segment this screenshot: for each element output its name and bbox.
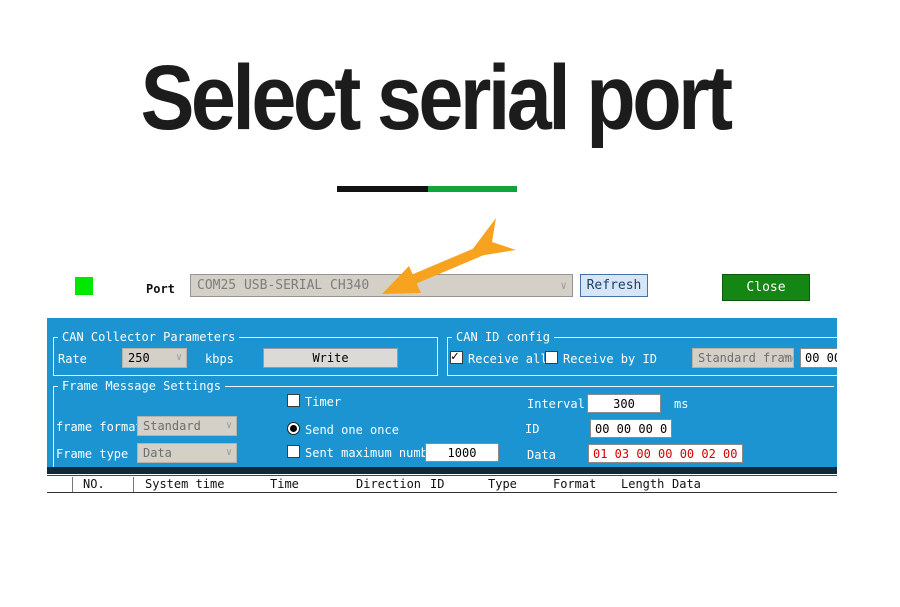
frame-type-select[interactable]: Data ∨: [137, 443, 237, 463]
interval-label: Interval: [527, 397, 585, 411]
rate-label: Rate: [58, 352, 87, 366]
progress-segment-current: [428, 186, 517, 192]
col-format[interactable]: Format: [553, 477, 597, 491]
receive-by-id-checkbox[interactable]: [545, 351, 558, 364]
receive-by-id-label: Receive by ID: [563, 352, 657, 366]
chevron-down-icon: ∨: [225, 420, 232, 431]
pointer-arrow-icon: [382, 218, 516, 294]
collector-groupbox: CAN Collector Parameters: [53, 330, 438, 376]
message-table-header: NO. System time Time Direction ID Type F…: [47, 475, 837, 493]
receive-all-label: Receive all: [468, 352, 548, 366]
rate-select-value: 250: [128, 351, 150, 365]
progress-segment-done: [337, 186, 428, 192]
port-select-value: COM25 USB-SERIAL CH340: [197, 278, 370, 293]
col-direction[interactable]: Direction: [356, 477, 422, 491]
column-divider: [72, 477, 73, 492]
max-number-label: Sent maximum number: [305, 446, 443, 460]
receive-all-checkbox[interactable]: ✓: [450, 349, 463, 364]
interval-unit-label: ms: [674, 397, 689, 411]
max-number-checkbox[interactable]: [287, 445, 300, 458]
can-tool-panel: CAN Collector Parameters Rate 250 ∨ kbps…: [47, 318, 837, 467]
col-length[interactable]: Length: [621, 477, 665, 491]
frame-kind-select[interactable]: Standard frame ∨: [692, 348, 794, 368]
chevron-down-icon: ∨: [782, 352, 789, 363]
column-divider: [133, 477, 134, 492]
frame-kind-select-value: Standard frame: [698, 351, 794, 365]
col-data[interactable]: Data: [672, 477, 701, 491]
check-icon: ✓: [451, 349, 459, 364]
col-type[interactable]: Type: [488, 477, 517, 491]
port-select[interactable]: COM25 USB-SERIAL CH340 ∨: [190, 274, 573, 297]
timer-label: Timer: [305, 395, 342, 409]
refresh-button[interactable]: Refresh: [580, 274, 648, 297]
frame-format-select-value: Standard: [143, 419, 201, 433]
chevron-down-icon: ∨: [175, 352, 182, 363]
frame-format-select[interactable]: Standard ∨: [137, 416, 237, 436]
connection-status-indicator: [75, 277, 93, 295]
rate-unit-label: kbps: [205, 352, 234, 366]
frame-settings-groupbox-title: Frame Message Settings: [58, 379, 225, 393]
frame-data-input[interactable]: [588, 444, 743, 463]
frame-settings-groupbox: Frame Message Settings: [53, 379, 834, 467]
interval-input[interactable]: [587, 394, 661, 413]
id-config-groupbox-title: CAN ID config: [452, 330, 554, 344]
write-button[interactable]: Write: [263, 348, 398, 368]
page-title: Select serial port: [140, 47, 733, 149]
collector-groupbox-title: CAN Collector Parameters: [58, 330, 240, 344]
frame-format-label: frame format: [56, 420, 143, 434]
frame-id-label: ID: [525, 422, 540, 436]
chevron-down-icon: ∨: [560, 279, 567, 292]
timer-checkbox[interactable]: [287, 394, 300, 407]
panel-bottom-border: [47, 467, 837, 474]
col-system-time[interactable]: System time: [145, 477, 225, 491]
col-no[interactable]: NO.: [83, 477, 105, 491]
max-number-input[interactable]: [425, 443, 499, 462]
id-config-groupbox: CAN ID config: [447, 330, 837, 376]
frame-type-label: Frame type: [56, 447, 129, 461]
rate-select[interactable]: 250 ∨: [122, 348, 187, 368]
close-button[interactable]: Close: [722, 274, 810, 301]
col-time[interactable]: Time: [270, 477, 299, 491]
id-filter-input[interactable]: [800, 348, 837, 368]
col-id[interactable]: ID: [430, 477, 445, 491]
port-label: Port: [146, 282, 175, 296]
frame-data-label: Data: [527, 448, 556, 462]
frame-type-select-value: Data: [143, 446, 172, 460]
chevron-down-icon: ∨: [225, 447, 232, 458]
send-one-once-radio[interactable]: [287, 422, 300, 435]
send-one-once-label: Send one once: [305, 423, 399, 437]
frame-id-input[interactable]: [590, 419, 672, 438]
